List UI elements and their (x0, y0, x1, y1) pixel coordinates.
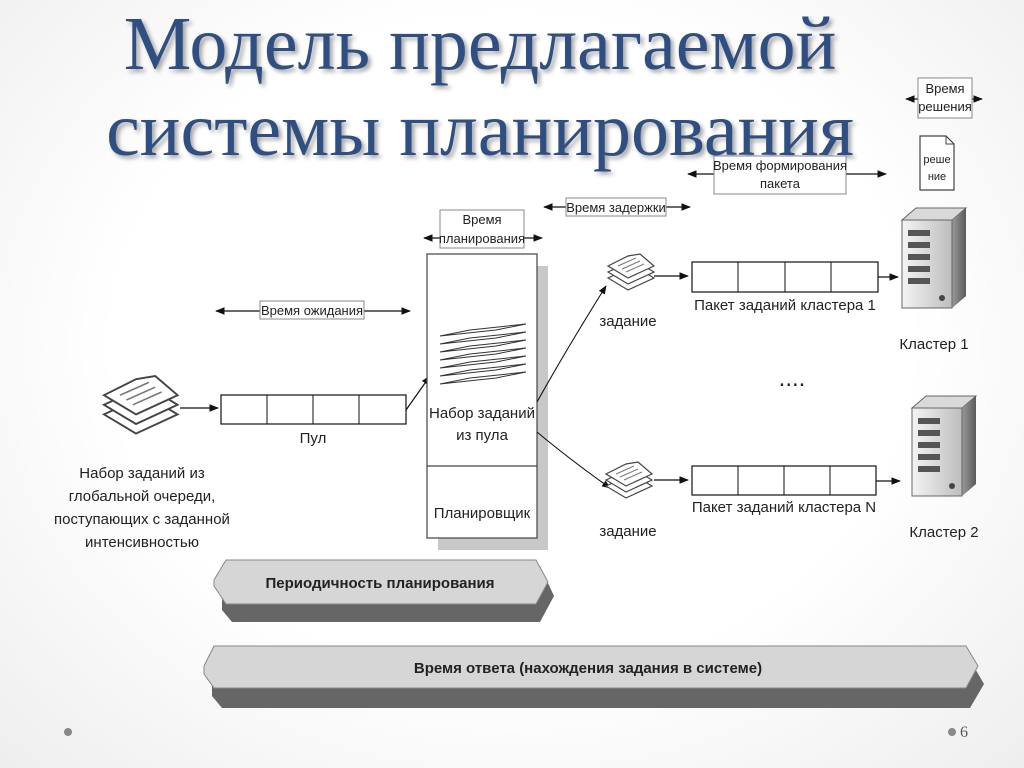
time-planning-indicator: Время планирования (423, 209, 543, 249)
pool-task-set-label-1: Набор заданий (429, 405, 535, 422)
packet-cluster-n-queue (691, 465, 877, 496)
pool-papers-icon (439, 323, 527, 385)
global-queue-label-2: глобальной очереди, (69, 488, 216, 505)
time-planning-label-1: Время (462, 212, 501, 227)
task-1-label: задание (599, 313, 656, 330)
task-2-label: задание (599, 523, 656, 540)
pool-task-set-label-2: из пула (456, 427, 508, 444)
decision-document-icon: реше ние (919, 135, 955, 191)
time-delay-label: Время задержки (566, 200, 666, 215)
global-queue-docs-icon (103, 375, 179, 435)
time-wait-indicator: Время ожидания (215, 300, 411, 320)
footer-dot-right (948, 728, 956, 736)
task-1-docs-icon (607, 253, 655, 291)
time-packet-form-label-2: пакета (760, 176, 801, 191)
planning-period-band (213, 559, 554, 622)
slide-title-line-1: Модель предлагаемой (123, 2, 837, 86)
time-planning-label-2: планирования (439, 231, 525, 246)
time-wait-label: Время ожидания (261, 303, 363, 318)
response-time-label: Время ответа (нахождения задания в систе… (414, 660, 762, 677)
packet-cluster-1-label: Пакет заданий кластера 1 (694, 297, 876, 314)
time-decision-indicator: Время решения (905, 77, 983, 119)
time-decision-label-2: решения (918, 99, 972, 114)
packet-cluster-n-label: Пакет заданий кластера N (692, 499, 876, 516)
global-queue-label-4: интенсивностью (85, 534, 199, 551)
packet-cluster-1-queue (691, 261, 879, 293)
cluster-1-server-icon (901, 207, 967, 309)
footer-dot-left (64, 728, 72, 736)
decision-doc-label-2: ние (928, 171, 946, 183)
scheduler-to-task-1-arrow (536, 285, 607, 403)
scheduler-block (426, 253, 538, 539)
cluster-1-label: Кластер 1 (899, 336, 968, 353)
time-packet-form-indicator: Время формирования пакета (687, 155, 887, 195)
pool-label: Пул (300, 430, 327, 447)
ellipsis-label: .... (779, 365, 806, 392)
scheduler-to-task-2-arrow (536, 431, 611, 489)
time-packet-form-label-1: Время формирования (713, 158, 847, 173)
scheduler-label: Планировщик (434, 505, 531, 522)
planning-period-label: Периодичность планирования (266, 575, 495, 592)
page-number: 6 (960, 724, 968, 741)
pool-to-scheduler-arrow (405, 375, 431, 411)
task-2-docs-icon (605, 461, 653, 499)
cluster-2-label: Кластер 2 (909, 524, 978, 541)
pool-queue (220, 394, 407, 425)
time-delay-indicator: Время задержки (543, 197, 691, 217)
decision-doc-label-1: реше (923, 154, 950, 166)
global-queue-label-1: Набор заданий из (79, 465, 205, 482)
time-decision-label-1: Время (925, 81, 964, 96)
response-time-band (203, 645, 984, 708)
cluster-2-server-icon (911, 395, 977, 497)
global-queue-label-3: поступающих с заданной (54, 511, 230, 528)
